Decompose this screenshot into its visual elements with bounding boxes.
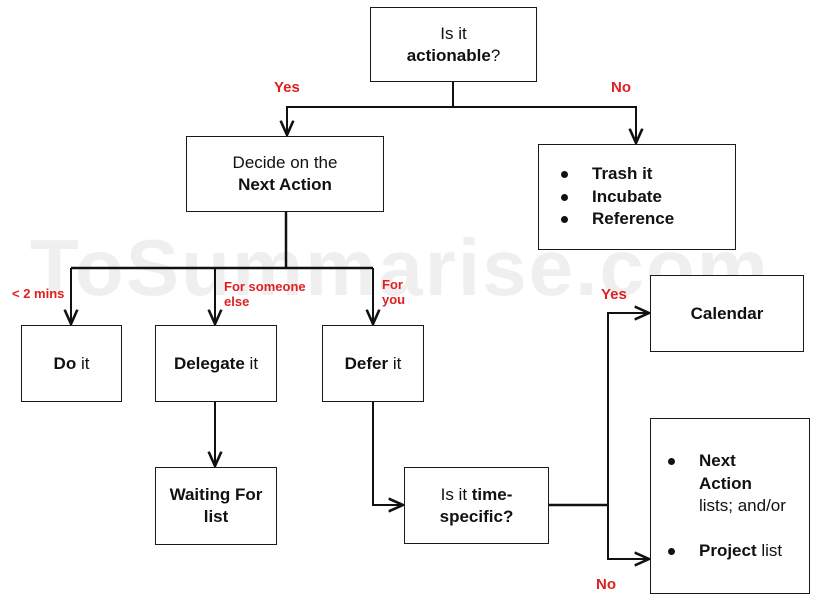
do-it-node: Do it bbox=[21, 325, 122, 402]
delegate-it-bold: Delegate bbox=[173, 353, 245, 373]
time-specific-pre: Is it bbox=[440, 484, 472, 504]
non-actionable-node: Trash it Incubate Reference bbox=[538, 144, 736, 250]
list-item-trash: Trash it bbox=[558, 163, 674, 186]
list-item-incubate: Incubate bbox=[558, 186, 674, 209]
waiting-for-node: Waiting For list bbox=[155, 467, 277, 545]
calendar-node: Calendar bbox=[650, 275, 804, 352]
calendar-bold: Calendar bbox=[690, 303, 764, 323]
list-item-reference: Reference bbox=[558, 208, 674, 231]
project-list-text: list bbox=[756, 540, 783, 560]
lists-node: Next Action lists; and/or Project list bbox=[650, 418, 810, 594]
edge-to-lists bbox=[607, 505, 649, 559]
edge-actionable-no bbox=[453, 106, 636, 143]
time-specific-node: Is it time-specific? bbox=[404, 467, 549, 544]
edge-to-time-specific bbox=[372, 402, 403, 505]
actionable-qmark: ? bbox=[490, 45, 501, 65]
defer-it-rest: it bbox=[388, 353, 402, 373]
label-for-you: For you bbox=[382, 277, 406, 307]
waiting-for-bold: Waiting For list bbox=[169, 485, 263, 526]
defer-it-bold: Defer bbox=[344, 353, 389, 373]
label-yes-actionable: Yes bbox=[274, 79, 300, 96]
do-it-rest: it bbox=[76, 353, 90, 373]
delegate-it-rest: it bbox=[244, 353, 259, 373]
defer-it-node: Defer it bbox=[322, 325, 424, 402]
label-yes-calendar: Yes bbox=[601, 286, 627, 303]
project-bold: Project bbox=[699, 540, 757, 560]
non-actionable-list: Trash it Incubate Reference bbox=[558, 163, 674, 231]
actionable-node: Is it actionable? bbox=[370, 7, 537, 82]
label-no-lists: No bbox=[596, 576, 616, 593]
next-action-bold: Next Action bbox=[238, 175, 332, 194]
actionable-bold: actionable bbox=[406, 45, 491, 65]
list-item-next-action: Next Action lists; and/or bbox=[665, 450, 805, 518]
label-less-than-2-mins: < 2 mins bbox=[12, 286, 65, 301]
do-it-bold: Do bbox=[53, 353, 77, 373]
next-action-lists-bold: Next Action bbox=[699, 451, 752, 493]
edge-actionable-yes bbox=[287, 106, 453, 135]
lists-bullets: Next Action lists; and/or Project list bbox=[665, 450, 805, 562]
next-action-line1: Decide on the bbox=[232, 153, 338, 172]
actionable-line1: Is it bbox=[440, 23, 467, 43]
edge-to-calendar bbox=[607, 313, 649, 505]
label-no-actionable: No bbox=[611, 79, 631, 96]
list-item-project: Project list bbox=[665, 540, 805, 563]
next-action-node: Decide on the Next Action bbox=[186, 136, 384, 212]
next-action-lists-text: lists; and/or bbox=[699, 496, 786, 515]
time-specific-bold: time-specific? bbox=[439, 484, 514, 526]
label-for-someone-else: For someone else bbox=[224, 279, 306, 309]
delegate-it-node: Delegate it bbox=[155, 325, 277, 402]
